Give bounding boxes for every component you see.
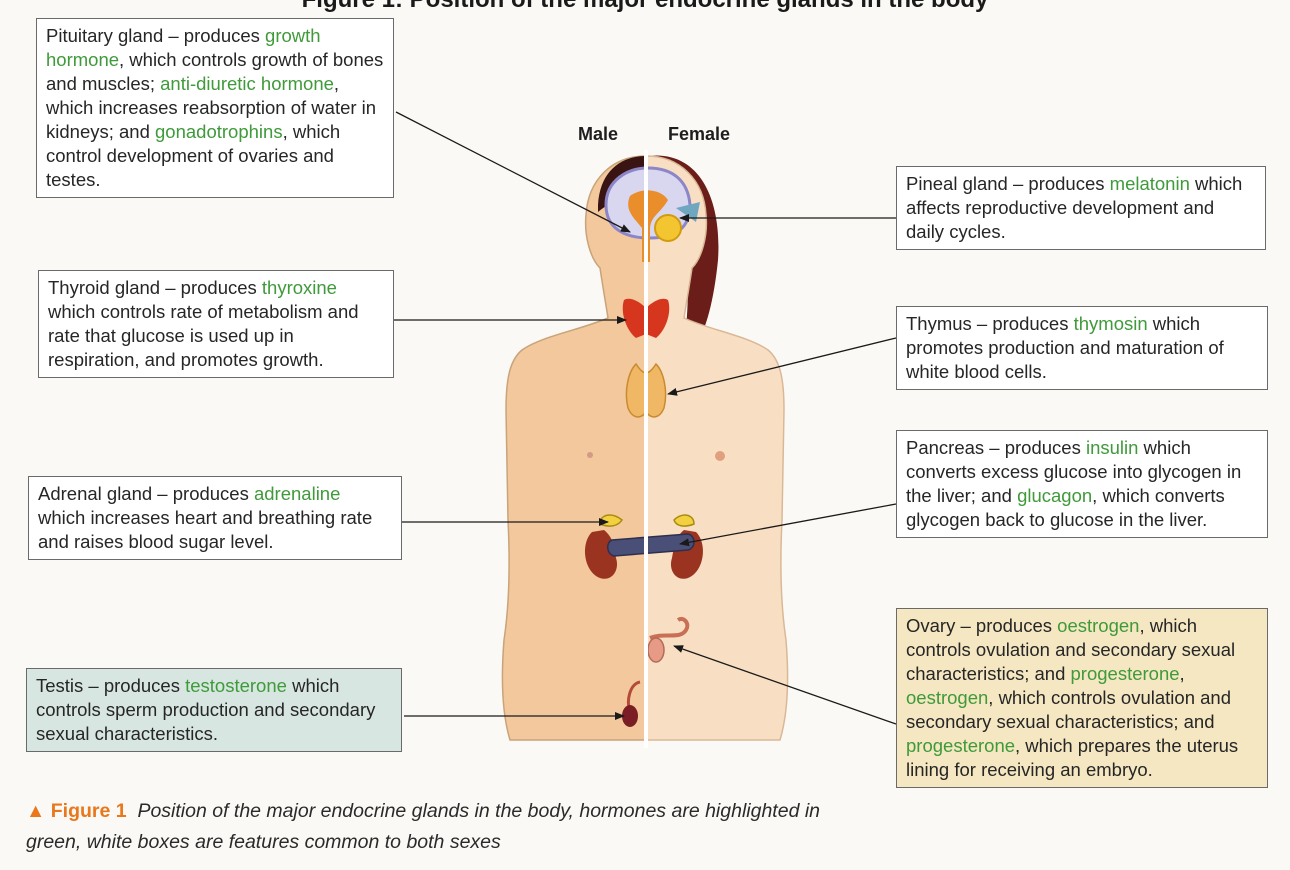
hormone-oestrogen: oestrogen — [1057, 615, 1140, 636]
hormone-oestrogen-2: oestrogen — [906, 687, 989, 708]
figure-caption: ▲ Figure 1 Position of the major endocri… — [26, 796, 826, 858]
hormone-progesterone: progesterone — [1070, 663, 1180, 684]
hormone-adrenaline: adrenaline — [253, 483, 341, 504]
hormone-thyroxine: thyroxine — [261, 277, 337, 298]
leader-thymus — [667, 337, 897, 396]
leader-lines — [394, 111, 897, 725]
male-label: Male — [578, 124, 619, 144]
pineal-gland — [654, 202, 700, 242]
adrenal-gland-box: Adrenal gland – produces adrenaline whic… — [28, 476, 402, 560]
leader-ovary — [673, 645, 897, 725]
female-body — [645, 155, 789, 741]
pancreas — [607, 533, 695, 557]
pituitary-gland-box: Pituitary gland – produces growth hormon… — [36, 18, 394, 198]
leader-pancreas — [679, 503, 897, 547]
hormone-testosterone: testosterone — [185, 675, 287, 696]
hormone-thymosin: thymosin — [1073, 313, 1148, 334]
testis-box: Testis – produces testosterone which con… — [26, 668, 402, 752]
hormone-melatonin: melatonin — [1109, 173, 1190, 194]
male-nipple — [587, 452, 593, 458]
thymus-box: Thymus – produces thymosin which promote… — [896, 306, 1268, 390]
hormone-gonadotrophins: gonadotrophins — [155, 121, 283, 142]
triangle-icon: ▲ — [26, 800, 46, 822]
hormone-insulin: insulin — [1085, 437, 1139, 458]
ovary-box: Ovary – produces oestrogen, which contro… — [896, 608, 1268, 788]
thyroid-gland-box: Thyroid gland – produces thyroxine which… — [38, 270, 394, 378]
female-label: Female — [668, 124, 731, 144]
pancreas-box: Pancreas – produces insulin which conver… — [896, 430, 1268, 538]
testis — [622, 680, 641, 727]
figure-label: Figure 1 — [50, 800, 127, 822]
hormone-growth-hormone: growth hormone — [46, 25, 321, 70]
female-nipple — [715, 451, 725, 461]
page-title: Figure 1: Position of the major endocrin… — [0, 0, 1290, 14]
hormone-progesterone-2: progesterone — [906, 735, 1016, 756]
pineal-gland-box: Pineal gland – produces melatonin which … — [896, 166, 1266, 250]
hormone-glucagon: glucagon — [1017, 485, 1093, 506]
leader-pituitary — [395, 111, 631, 233]
caption-text: Position of the major endocrine glands i… — [26, 800, 821, 853]
hormone-anti-diuretic: anti-diuretic hormone — [160, 73, 334, 94]
